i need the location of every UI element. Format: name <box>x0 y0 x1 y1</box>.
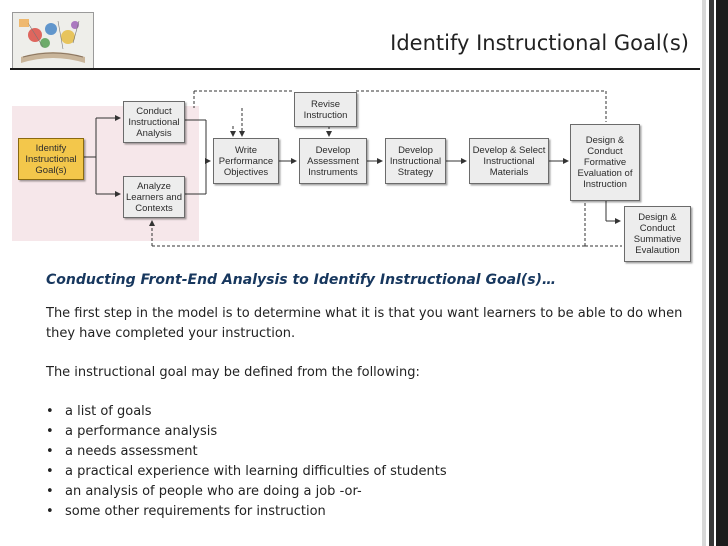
list-item: some other requirements for instruction <box>46 502 686 522</box>
dick-carey-model-diagram: Identify Instructional Goal(s) Conduct I… <box>12 88 700 268</box>
identify-goals-label: Identify Instructional Goal(s) <box>25 143 76 176</box>
slide-title: Identify Instructional Goal(s) <box>180 31 689 55</box>
conduct-analysis-label: Conduct Instructional Analysis <box>128 106 179 139</box>
list-item: an analysis of people who are doing a jo… <box>46 482 686 502</box>
analyze-learners-label: Analyze Learners and Contexts <box>126 181 182 214</box>
revise-instruction-label: Revise Instruction <box>304 99 348 121</box>
right-edge-decoration <box>702 0 728 546</box>
thumbnail-image <box>12 12 94 70</box>
section-heading: Conducting Front-End Analysis to Identif… <box>46 270 686 290</box>
conduct-analysis-box: Conduct Instructional Analysis <box>123 101 185 143</box>
write-objectives-label: Write Performance Objectives <box>219 145 273 178</box>
develop-materials-label: Develop & Select Instructional Materials <box>473 145 546 178</box>
write-objectives-box: Write Performance Objectives <box>213 138 279 184</box>
develop-materials-box: Develop & Select Instructional Materials <box>469 138 549 184</box>
develop-strategy-label: Develop Instructional Strategy <box>390 145 441 178</box>
develop-assessment-label: Develop Assessment Instruments <box>307 145 359 178</box>
develop-strategy-box: Develop Instructional Strategy <box>385 138 446 184</box>
title-rule <box>10 68 700 70</box>
spacer <box>46 383 686 402</box>
analyze-learners-box: Analyze Learners and Contexts <box>123 176 185 218</box>
lead-paragraph: The instructional goal may be defined fr… <box>46 363 686 383</box>
content-area: Conducting Front-End Analysis to Identif… <box>46 270 686 522</box>
list-item: a performance analysis <box>46 422 686 442</box>
develop-assessment-box: Develop Assessment Instruments <box>299 138 367 184</box>
formative-evaluation-label: Design & Conduct Formative Evaluation of… <box>578 135 633 190</box>
formative-evaluation-box: Design & Conduct Formative Evaluation of… <box>570 124 640 201</box>
goal-sources-list: a list of goals a performance analysis a… <box>46 402 686 522</box>
list-item: a needs assessment <box>46 442 686 462</box>
identify-goals-box: Identify Instructional Goal(s) <box>18 138 84 180</box>
intro-paragraph: The first step in the model is to determ… <box>46 304 686 344</box>
revise-instruction-box: Revise Instruction <box>294 92 357 127</box>
list-item: a practical experience with learning dif… <box>46 462 686 482</box>
summative-evaluation-label: Design & Conduct Summative Evalaution <box>634 212 682 256</box>
book-collage-icon <box>13 13 93 69</box>
summative-evaluation-box: Design & Conduct Summative Evalaution <box>624 206 691 262</box>
spacer <box>46 344 686 363</box>
list-item: a list of goals <box>46 402 686 422</box>
